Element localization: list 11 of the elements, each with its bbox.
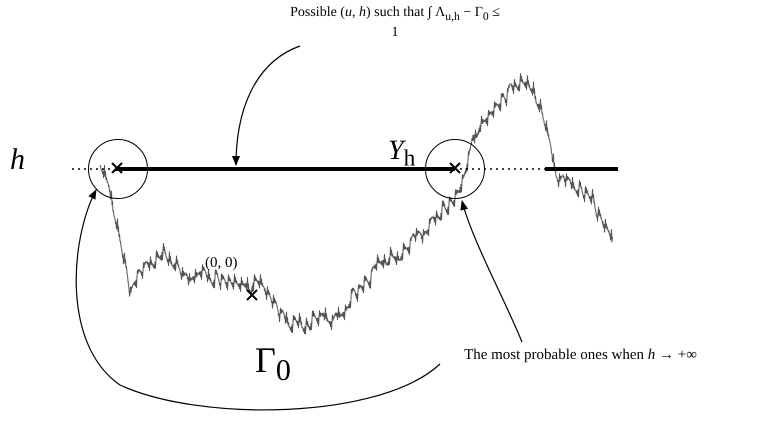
curve-label: Y$_{h}$ — [388, 135, 416, 172]
circle-marker — [88, 139, 148, 199]
arrow — [460, 200, 523, 342]
point-label: (0, 0) — [205, 255, 238, 272]
arrow — [232, 45, 300, 166]
arrow — [76, 189, 440, 410]
curve-label: Γ$_{0}$ — [255, 340, 291, 389]
annotation-text: Possible (u, h) such that ∫ Λ$_{u,h}$ − Γ$_{0}$ ≤ 1 — [290, 4, 500, 42]
circle-marker — [425, 139, 485, 199]
annotation-text: The most probable ones when h → +∞ — [398, 346, 763, 365]
axis-label: h — [10, 143, 25, 178]
